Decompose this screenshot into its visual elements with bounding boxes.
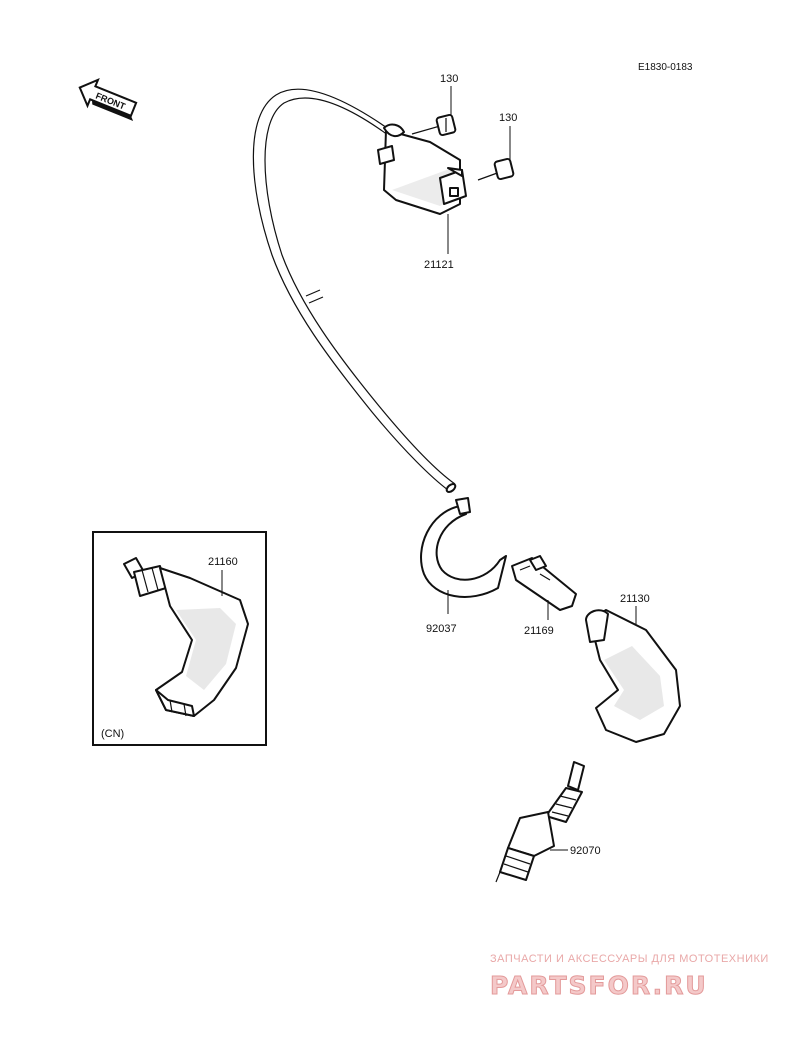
bolt-upper [411, 113, 457, 137]
label-ignition-coil: 21121 [424, 259, 454, 271]
watermark-tagline: ЗАПЧАСТИ И АКСЕССУАРЫ ДЛЯ МОТОТЕХНИКИ [490, 953, 769, 965]
plug-cap-cn [123, 557, 249, 717]
plug-cap [585, 609, 681, 743]
label-cap-cn: 21160 [208, 556, 238, 568]
label-spark-plug: 92070 [570, 845, 601, 857]
label-plug-cap: 21130 [620, 593, 650, 605]
inset-box [92, 531, 267, 746]
label-clamp-band: 92037 [426, 623, 457, 635]
label-bolt-upper: 130 [440, 73, 458, 85]
label-bolt-lower: 130 [499, 112, 517, 124]
ht-lead [252, 88, 457, 493]
spark-plug [495, 761, 585, 883]
inset-label: (CN) [101, 728, 124, 740]
bolt-lower [477, 157, 515, 181]
ignition-coil [377, 123, 467, 215]
terminal [511, 555, 577, 611]
watermark-logo: PARTSFOR.RU [490, 971, 708, 1000]
front-arrow-icon: FRONT [78, 77, 138, 121]
label-terminal: 21169 [524, 625, 554, 637]
clamp-band [420, 497, 507, 598]
diagram-code: E1830-0183 [638, 62, 693, 73]
